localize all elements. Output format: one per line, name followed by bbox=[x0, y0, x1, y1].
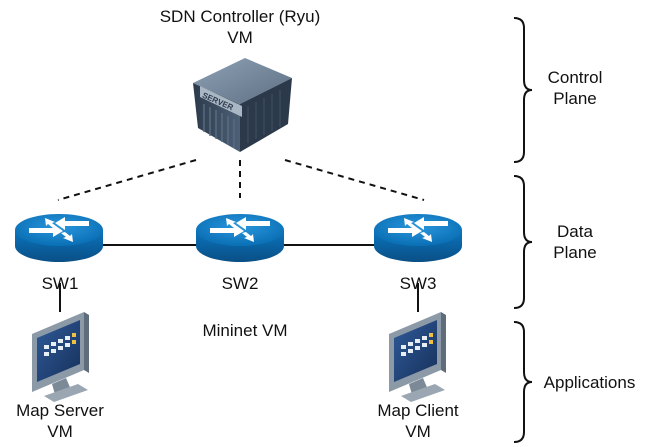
controller-label: SDN Controller (Ryu) VM bbox=[140, 6, 340, 48]
plane-label-data-line1: Data bbox=[557, 222, 593, 241]
controller-label-line1: SDN Controller (Ryu) bbox=[159, 7, 321, 26]
brace-data-plane bbox=[513, 175, 533, 309]
control-links bbox=[57, 159, 425, 201]
plane-label-control-line2: Plane bbox=[553, 89, 597, 108]
plane-label-applications-line1: Applications bbox=[543, 373, 636, 392]
plane-label-control-line1: Control bbox=[547, 68, 603, 87]
switch-label-sw1: SW1 bbox=[41, 274, 79, 293]
host-label-map-server-line1: Map Server bbox=[16, 401, 104, 420]
monitor-icon-map-client bbox=[389, 312, 446, 402]
control-link-sw1 bbox=[57, 159, 197, 201]
control-link-sw3 bbox=[284, 159, 425, 201]
server-icon: SERVER bbox=[193, 58, 292, 152]
brace-applications bbox=[513, 321, 533, 443]
switch-label-sw2: SW2 bbox=[221, 274, 259, 293]
data-links bbox=[59, 244, 419, 312]
plane-braces bbox=[513, 17, 533, 443]
mininet-vm-label: Mininet VM bbox=[202, 321, 288, 340]
plane-label-data-line2: Plane bbox=[553, 243, 597, 262]
host-label-map-client: Map Client VM bbox=[358, 400, 478, 442]
router-icon-sw1 bbox=[15, 214, 103, 262]
plane-label-control: Control Plane bbox=[530, 67, 620, 109]
plane-label-data: Data Plane bbox=[530, 221, 620, 263]
switch-label-sw3: SW3 bbox=[399, 274, 437, 293]
router-icon-sw2 bbox=[196, 214, 284, 262]
host-label-map-client-line2: VM bbox=[405, 422, 431, 441]
monitor-icon-map-server bbox=[32, 312, 89, 402]
brace-control-plane bbox=[513, 17, 533, 163]
host-label-map-server: Map Server VM bbox=[0, 400, 120, 442]
host-label-map-client-line1: Map Client bbox=[377, 401, 459, 420]
plane-label-applications: Applications bbox=[532, 372, 647, 393]
host-label-map-server-line2: VM bbox=[47, 422, 73, 441]
controller-label-line2: VM bbox=[227, 28, 253, 47]
router-icon-sw3 bbox=[374, 214, 462, 262]
